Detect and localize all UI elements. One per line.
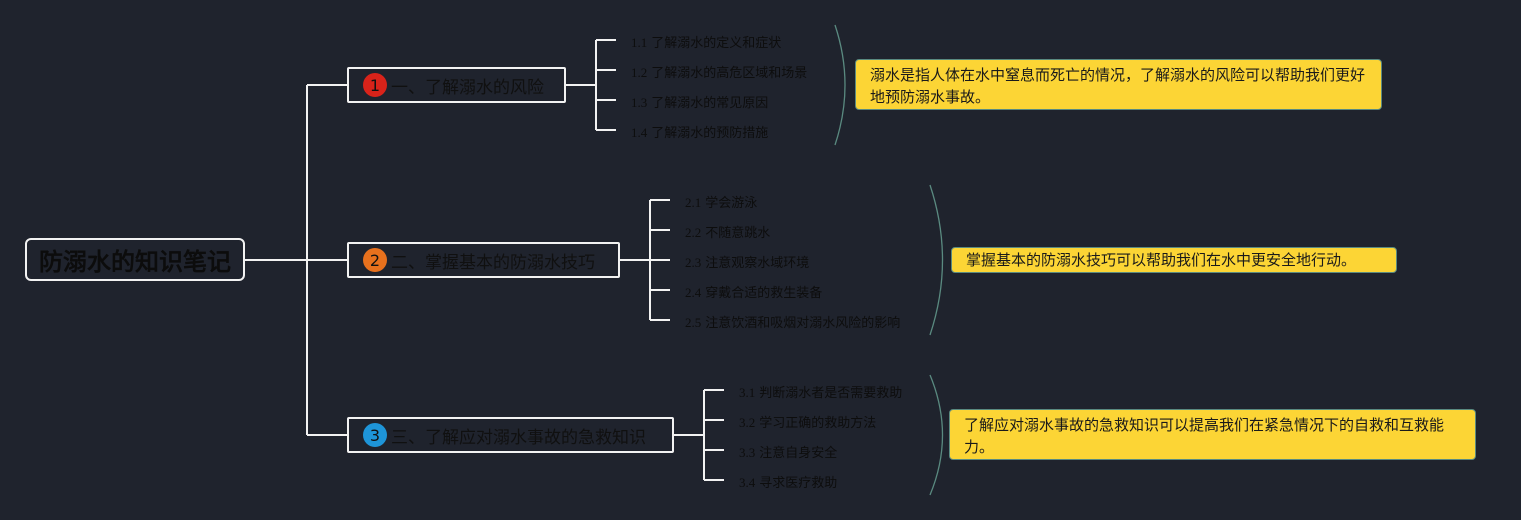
summary-brace-1 [834, 24, 846, 146]
branch-topic-label: 三、了解应对溺水事故的急救知识 [391, 427, 646, 448]
root-topic-label: 防溺水的知识笔记 [39, 248, 231, 276]
branch-topic-2[interactable]: 2 二、掌握基本的防溺水技巧 [347, 242, 620, 278]
root-topic[interactable]: 防溺水的知识笔记 [25, 238, 245, 281]
priority-3-icon: 3 [363, 423, 387, 447]
priority-2-icon: 2 [363, 248, 387, 272]
branch-1-children-connector [566, 39, 616, 131]
branch-topic-label: 一、了解溺水的风险 [391, 77, 544, 98]
summary-brace-3 [929, 374, 944, 496]
branch-2-children-connector [620, 199, 670, 321]
branch-3-children-connector [674, 389, 724, 481]
summary-note-3[interactable]: 了解应对溺水事故的急救知识可以提高我们在紧急情况下的自救和互救能力。 [949, 409, 1476, 460]
summary-note-2[interactable]: 掌握基本的防溺水技巧可以帮助我们在水中更安全地行动。 [951, 247, 1397, 273]
branch-topic-label: 二、掌握基本的防溺水技巧 [391, 252, 595, 273]
summary-brace-2 [929, 184, 944, 336]
branch-topic-3[interactable]: 3 三、了解应对溺水事故的急救知识 [347, 417, 674, 453]
priority-1-icon: 1 [363, 73, 387, 97]
summary-note-1[interactable]: 溺水是指人体在水中窒息而死亡的情况，了解溺水的风险可以帮助我们更好地预防溺水事故… [855, 59, 1382, 110]
branch-topic-1[interactable]: 1 一、了解溺水的风险 [347, 67, 566, 103]
